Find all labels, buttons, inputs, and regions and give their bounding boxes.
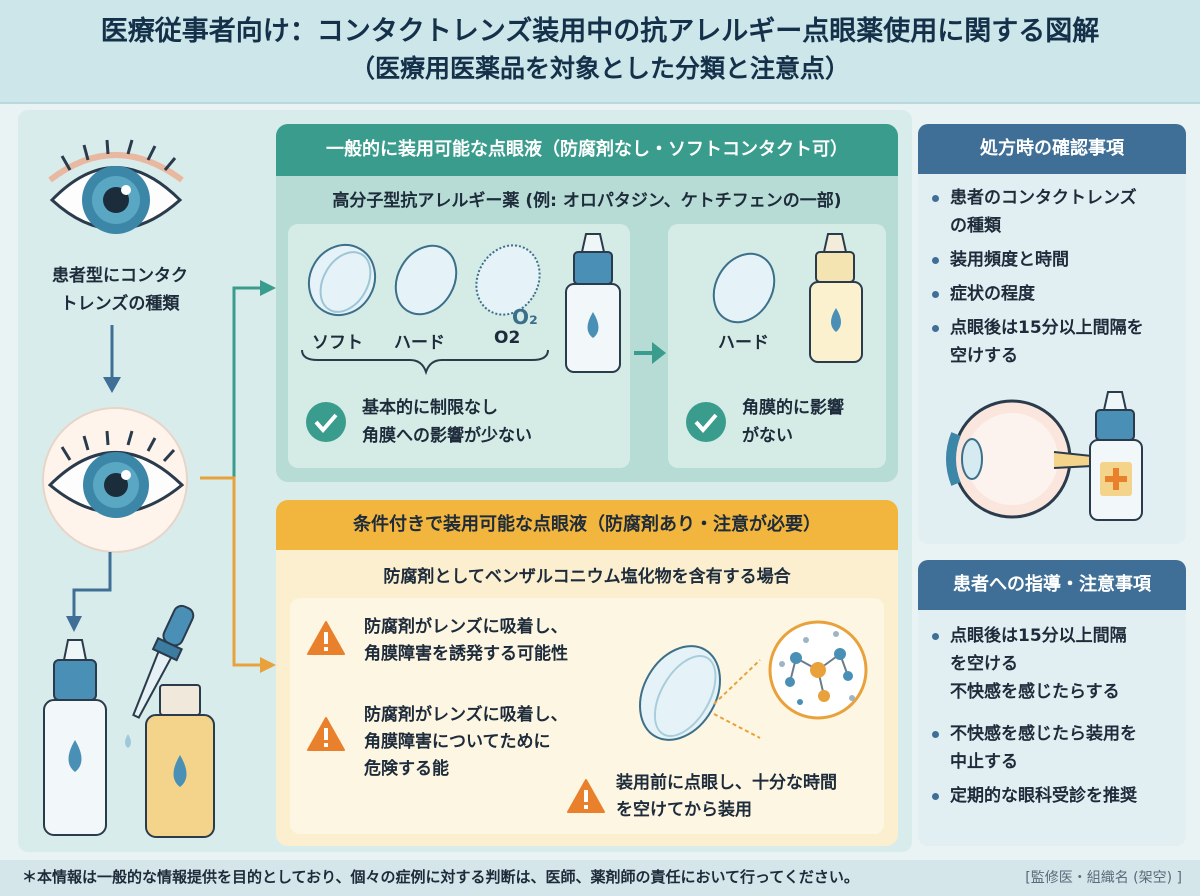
guidance-list: 点眼後は15分以上間隔を空ける不快感を感じたらする 不快感を感じたら装用を中止す… <box>932 622 1137 816</box>
disclaimer: ＊本情報は一般的な情報提供を目的としており、個々の症例に対する判断は、医師、薬剤… <box>22 868 859 886</box>
down-arrow <box>103 325 121 393</box>
eyeball-cross-section-icon <box>946 399 1093 519</box>
preservative-free-section: 一般的に装用可能な点眼液（防腐剤なし・ソフトコンタクト可） 高分子型抗アレルギー… <box>276 124 898 482</box>
warning-icon <box>307 717 345 751</box>
list-item: 点眼後は15分以上間隔を空ける不快感を感じたらする <box>932 622 1137 706</box>
eyedrop-bottle-icon <box>565 233 621 373</box>
lens-icon <box>639 645 721 741</box>
hard-lens-icon <box>394 244 458 316</box>
dropper-icon <box>125 604 195 748</box>
hard-group: ハード 角膜的に影響 がない <box>668 224 886 468</box>
warning-icon <box>567 779 605 813</box>
eye-with-lens-icon <box>42 407 188 553</box>
section-subtitle-orange: 防腐剤としてベンザルコニウム塩化物を含有する場合 <box>383 567 791 587</box>
eyedrop-bottle-cream-icon <box>809 233 863 363</box>
molecule-magnified-icon <box>768 620 868 720</box>
section-title-green: 一般的に装用可能な点眼液（防腐剤なし・ソフトコンタクト可） <box>276 124 898 176</box>
list-item: 定期的な眼科受診を推奨 <box>932 782 1137 810</box>
warning-group: 防腐剤がレンズに吸着し、 角膜障害を誘発する可能性 防腐剤がレンズに吸着し、 角… <box>290 598 884 834</box>
checklist-title: 処方時の確認事項 <box>918 124 1186 174</box>
prescription-checklist-card: 処方時の確認事項 患者のコンタクトレンズの種類 装用頻度と時間 症状の程度 点眼… <box>918 124 1186 544</box>
list-item: 装用頻度と時間 <box>932 246 1144 274</box>
check-text-1: 基本的に制限なし 角膜への影響が少ない <box>362 398 532 446</box>
list-item: 症状の程度 <box>932 280 1144 308</box>
warning-text-2: 防腐剤がレンズに吸着し、 角膜障害についてために 危険する能 <box>364 705 568 779</box>
hard-lens-icon <box>712 252 776 324</box>
soft-hard-o2-group: O₂ ソフト ハード O2 基本的に制限なし 角膜への影響が少ない <box>288 224 630 468</box>
group-brace <box>301 349 549 376</box>
check-text-2: 角膜的に影響 がない <box>742 398 844 446</box>
preservative-section: 条件付きで装用可能な点眼液（防腐剤あり・注意が必要） 防腐剤としてベンザルコニウ… <box>276 500 898 846</box>
list-item: 点眼後は15分以上間隔を空けする <box>932 314 1144 370</box>
list-item: 不快感を感じたら装用を中止する <box>932 720 1137 776</box>
section-title-orange: 条件付きで装用可能な点眼液（防腐剤あり・注意が必要） <box>276 500 898 550</box>
header: 医療従事者向け：コンタクトレンズ装用中の抗アレルギー点眼薬使用に関する図解 （医… <box>0 0 1200 104</box>
warning-icon <box>307 621 345 655</box>
eyedrop-bottle-yellow-icon <box>145 684 215 838</box>
lens-label-soft: ソフト <box>312 333 363 353</box>
lens-type-label: 患者型にコンタク トレンズの種類 <box>52 266 188 314</box>
o2-lens-icon: O₂ <box>475 244 541 329</box>
warning-text-3: 装用前に点眼し、十分な時間 を空けてから装用 <box>616 773 837 820</box>
page-title: 医療従事者向け：コンタクトレンズ装用中の抗アレルギー点眼薬使用に関する図解 <box>100 16 1100 47</box>
magnify-connector <box>713 659 761 739</box>
guidance-title: 患者への指導・注意事項 <box>918 560 1186 610</box>
eyedrop-bottle-blue-icon <box>43 639 107 836</box>
patient-guidance-card: 患者への指導・注意事項 点眼後は15分以上間隔を空ける不快感を感じたらする 不快… <box>918 560 1186 846</box>
soft-lens-icon <box>307 243 377 317</box>
page-subtitle: （医療用医薬品を対象とした分類と注意点） <box>349 54 850 83</box>
eyedrop-bottle-cross-icon <box>1089 391 1143 521</box>
o2-mark: O₂ <box>512 305 538 329</box>
footer: ＊本情報は一般的な情報提供を目的としており、個々の症例に対する判断は、医師、薬剤… <box>0 860 1200 896</box>
checklist: 患者のコンタクトレンズの種類 装用頻度と時間 症状の程度 点眼後は15分以上間隔… <box>932 184 1144 376</box>
right-arrow <box>634 342 666 364</box>
supervisor-credit: [監修医・組織名 (架空) ] <box>1025 870 1182 886</box>
lens-label-hard: ハード <box>394 333 445 353</box>
lens-label-o2: O2 <box>494 328 521 348</box>
lens-label-hard-2: ハード <box>718 333 769 353</box>
warning-text-1: 防腐剤がレンズに吸着し、 角膜障害を誘発する可能性 <box>364 617 568 664</box>
eye-icon <box>48 139 184 234</box>
check-icon <box>686 402 726 442</box>
check-icon <box>306 402 346 442</box>
section-subtitle-green: 高分子型抗アレルギー薬 (例: オロパタジン、ケトチフェンの一部) <box>332 191 842 211</box>
list-item: 患者のコンタクトレンズの種類 <box>932 184 1144 240</box>
